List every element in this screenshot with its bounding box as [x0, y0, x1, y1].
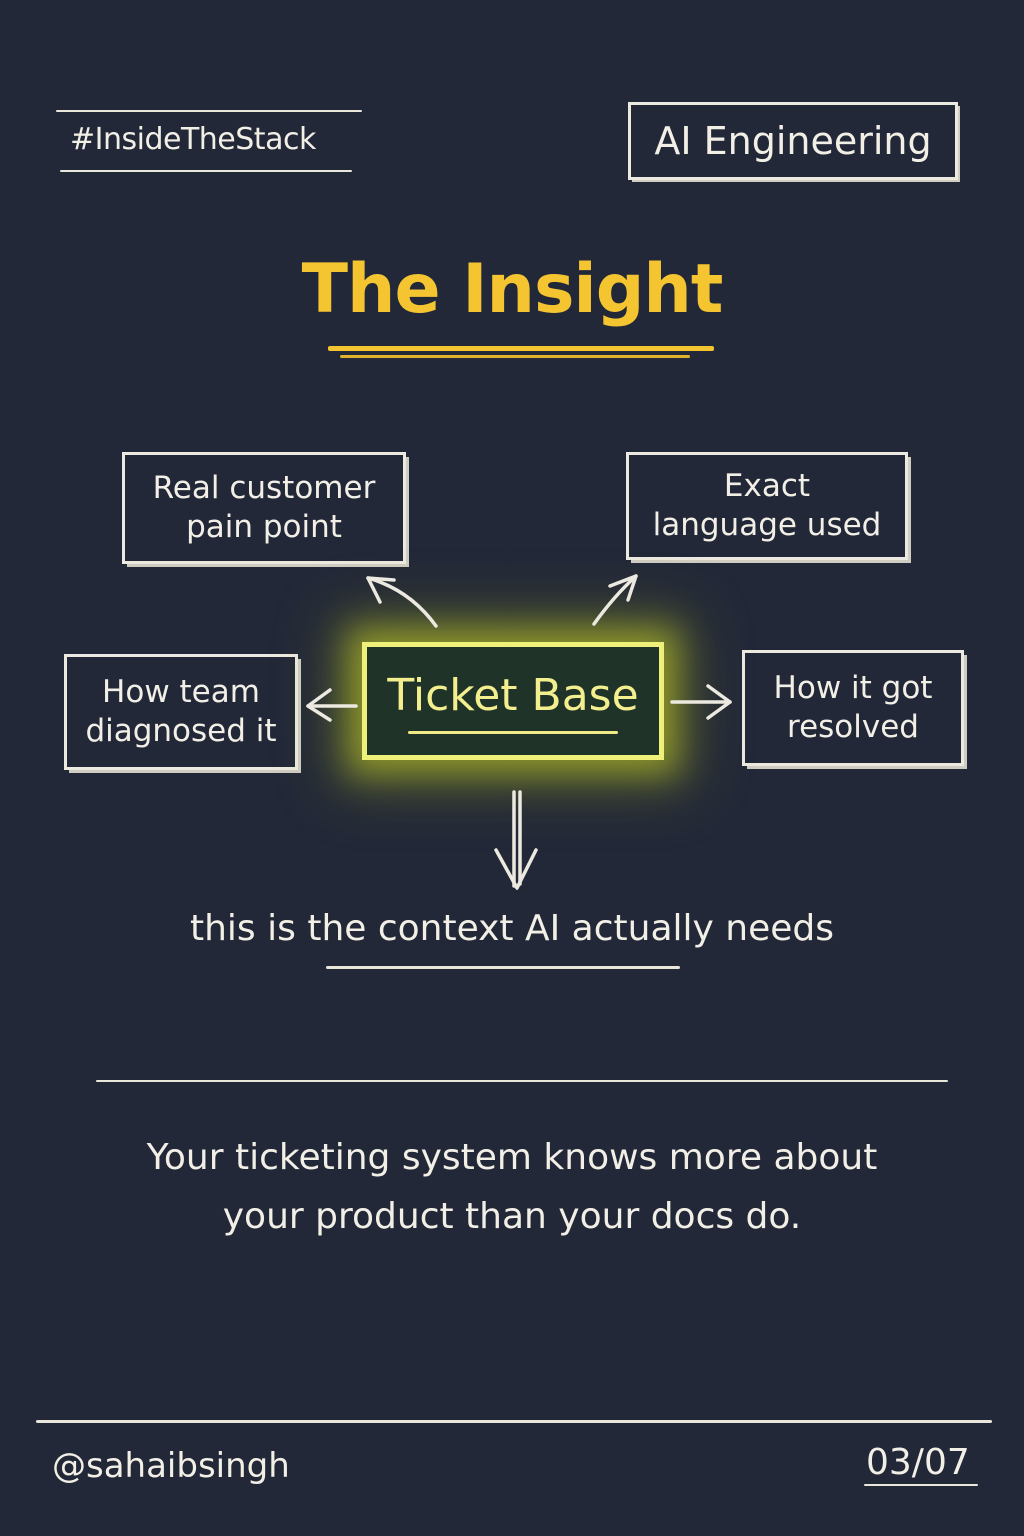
page-number-underline: [864, 1484, 978, 1486]
node-pain-point: Real customer pain point: [122, 452, 406, 564]
node-label: Exact language used: [652, 468, 882, 543]
node-diagnosis: How team diagnosed it: [64, 654, 298, 770]
hashtag: #InsideTheStack: [70, 122, 316, 157]
arrow-down-icon: [494, 790, 538, 890]
node-label: How it got resolved: [773, 670, 933, 745]
section-divider: [96, 1080, 948, 1082]
header-rule-bottom: [60, 170, 352, 172]
center-underline: [408, 731, 618, 734]
quote: Your ticketing system knows more about y…: [0, 1128, 1024, 1247]
header-rule-top: [56, 110, 362, 112]
title-underline-2: [340, 355, 690, 358]
center-label: Ticket Base: [387, 670, 639, 721]
node-exact-language: Exact language used: [626, 452, 908, 560]
page-title: The Insight: [301, 250, 724, 329]
node-label: How team diagnosed it: [85, 674, 277, 749]
node-resolution: How it got resolved: [742, 650, 964, 766]
diagram-caption: this is the context AI actually needs: [190, 908, 834, 949]
quote-line-2: your product than your docs do.: [222, 1196, 802, 1238]
footer-divider: [36, 1420, 992, 1423]
badge-label: AI Engineering: [654, 119, 932, 163]
center-node-ticket-base: Ticket Base: [362, 642, 664, 760]
arrow-top-right-icon: [592, 574, 638, 626]
quote-line-1: Your ticketing system knows more about: [146, 1137, 878, 1178]
caption-underline: [326, 966, 680, 969]
node-label: Real customer pain point: [152, 470, 376, 545]
arrow-top-left-icon: [366, 576, 438, 628]
arrow-left-icon: [306, 688, 358, 722]
author-handle: @sahaibsingh: [52, 1446, 290, 1486]
title-underline: [328, 346, 714, 351]
arrow-right-icon: [670, 684, 732, 720]
page-number: 03/07: [866, 1442, 970, 1483]
category-badge: AI Engineering: [628, 102, 958, 180]
